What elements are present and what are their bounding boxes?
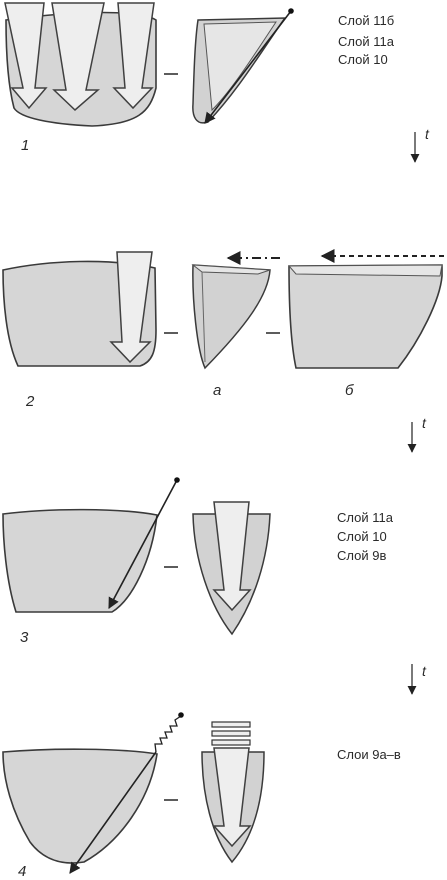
stage2-core-b <box>288 264 443 369</box>
stage2-flake-a-top <box>191 264 271 275</box>
stage4-impact-point <box>178 712 184 718</box>
stage3-flaking-arrow <box>212 501 252 612</box>
stage-3: Слой 11а Слой 10 Слой 9в 3 <box>2 477 394 646</box>
stage2-core <box>2 260 157 367</box>
stage3-impact-point <box>174 477 180 483</box>
stage-2: а б 2 <box>2 249 444 410</box>
stage1-flaking-arrow-1 <box>4 2 48 110</box>
time-arrow-1: t <box>410 126 430 163</box>
stage2-sub-label-b: б <box>345 382 354 399</box>
stage2-sub-label-a: а <box>213 382 221 399</box>
stage4-spring <box>154 715 182 753</box>
stage1-impact-point <box>288 8 294 14</box>
stage3-number: 3 <box>20 629 29 646</box>
stage2-number: 2 <box>25 393 35 410</box>
time-label-1: t <box>425 126 430 142</box>
stage2-flake-a-ridge <box>201 271 206 363</box>
stage2-core-b-top <box>287 264 443 277</box>
stage3-layer-label-1: Слой 11а <box>337 510 394 525</box>
time-arrow-2: t <box>407 415 427 453</box>
stage4-flaking-arrow <box>212 747 252 848</box>
stage3-layer-label-2: Слой 10 <box>337 529 387 544</box>
stage3-layer-label-3: Слой 9в <box>337 548 386 563</box>
stage4-removed-layer-3 <box>211 739 251 746</box>
stage-1: Слой 11б Слой 11а Слой 10 1 <box>4 2 395 154</box>
stage1-blow-line <box>204 10 292 124</box>
stage1-layer-label-3: Слой 10 <box>338 52 388 67</box>
stage1-number: 1 <box>21 137 29 154</box>
time-label-3: t <box>422 663 427 679</box>
stage1-flaking-arrow-3 <box>112 2 155 110</box>
stage1-flake-facet <box>203 21 277 112</box>
stage2-flaking-arrow <box>109 251 153 364</box>
stage4-removed-layer-2 <box>211 730 251 737</box>
stage4-layer-label: Слои 9а–в <box>337 747 401 762</box>
stage4-core <box>2 748 158 864</box>
time-label-2: t <box>422 415 427 431</box>
stage1-layer-label-1: Слой 11б <box>338 13 394 28</box>
stage4-blow-line <box>69 751 157 874</box>
stage-4: Слои 9а–в 4 <box>2 712 401 880</box>
stage1-flaking-arrow-2 <box>51 2 105 112</box>
stage4-removed-layer-1 <box>211 721 251 728</box>
time-arrow-3: t <box>407 663 427 695</box>
stage3-blow-line <box>108 479 178 609</box>
stage4-number: 4 <box>18 863 26 880</box>
stage1-layer-label-2: Слой 11а <box>338 34 395 49</box>
stage2-flake-a <box>192 264 271 370</box>
stage3-core <box>2 508 158 613</box>
